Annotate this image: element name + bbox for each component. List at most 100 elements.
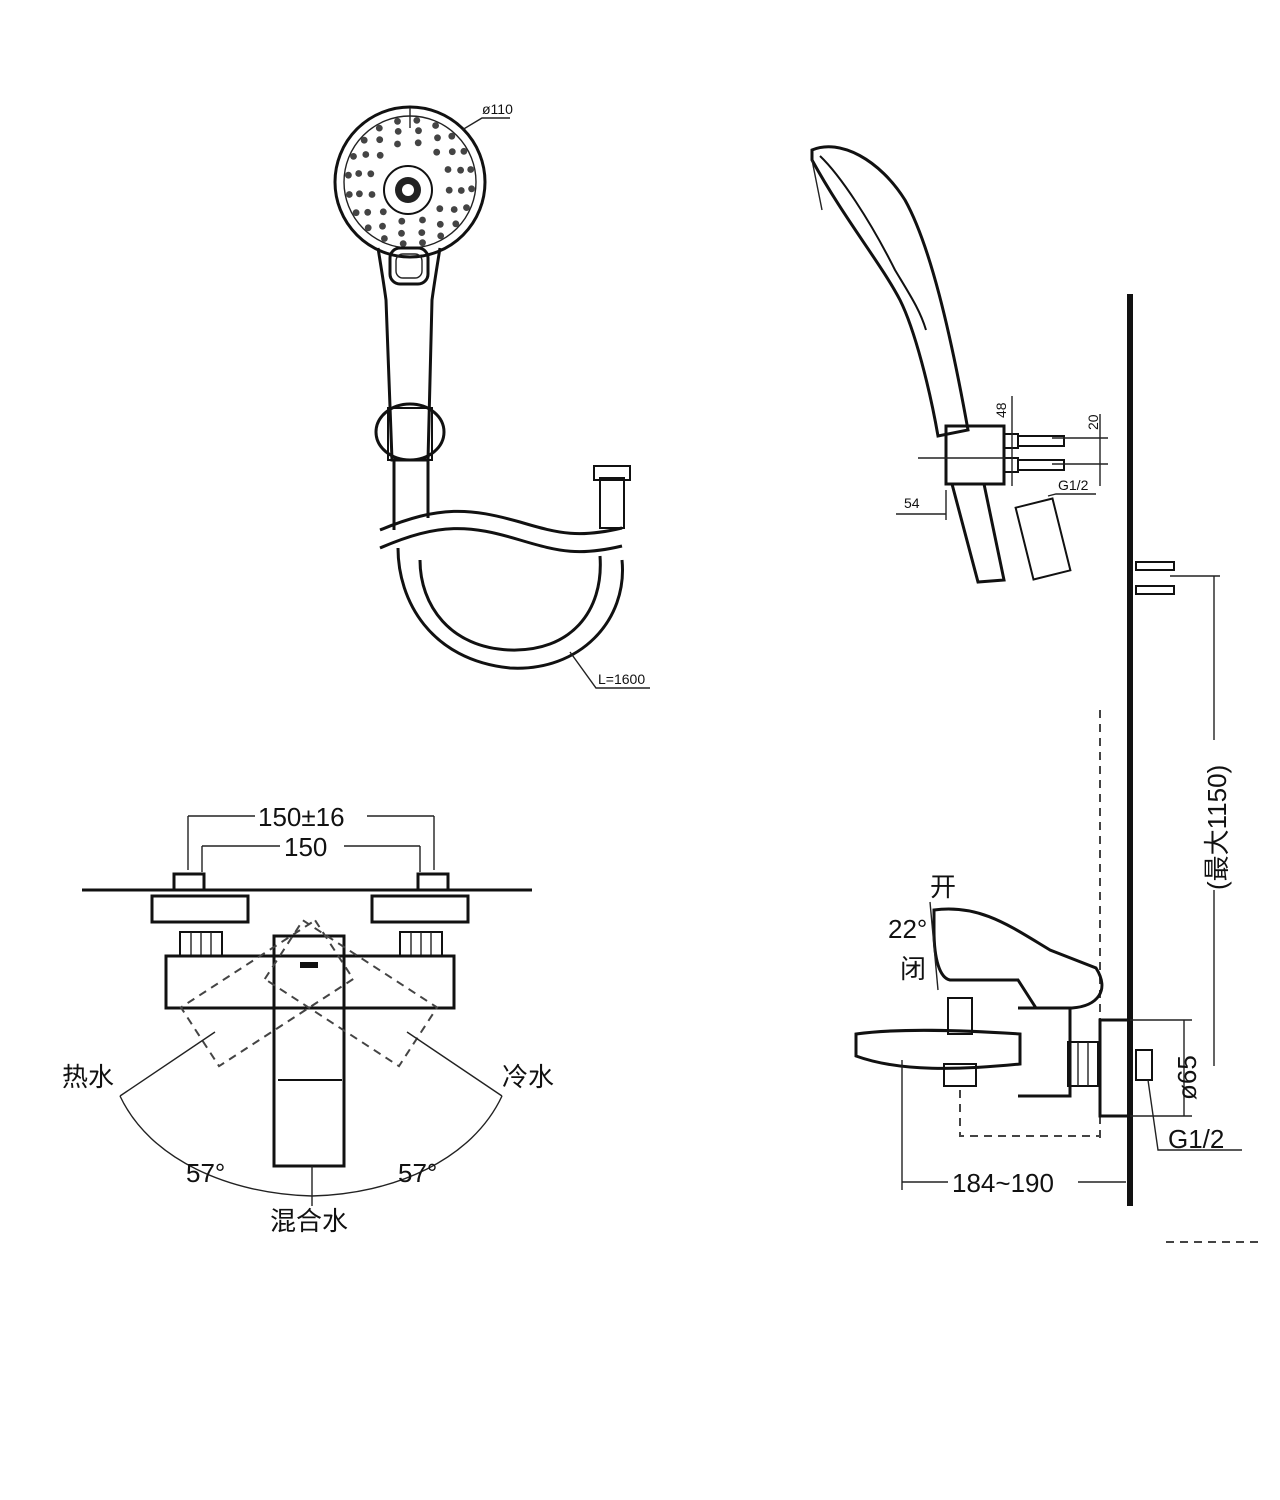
hose-loop-outer	[396, 547, 624, 670]
nozzle-dot	[419, 216, 426, 224]
nozzle-dot	[436, 220, 444, 228]
nozzle-dot	[360, 136, 368, 144]
nozzle-dot	[415, 127, 422, 135]
hose-outlet	[950, 482, 1006, 584]
rotation-arc	[119, 1095, 503, 1197]
hose-break-line-bottom	[379, 527, 623, 554]
nozzle-dot	[448, 132, 456, 140]
mixer-front-view: 150±16 150 热水 冷水 57° 57° 混合	[62, 802, 554, 1236]
wall-holder-bracket	[944, 424, 1006, 486]
nozzle-dot	[444, 166, 452, 173]
hose-connector-side	[1014, 497, 1072, 581]
hand-shower-side-body	[810, 145, 970, 438]
nozzle-dot	[394, 140, 401, 148]
handle-position-hot	[263, 918, 439, 1068]
nozzle-dot	[376, 136, 384, 144]
nozzle-dot	[448, 148, 456, 156]
hose-loop-inner	[418, 555, 602, 652]
nozzle-dot	[379, 222, 386, 230]
closed-label: 闭	[900, 954, 926, 984]
nozzle-dot	[345, 171, 352, 179]
nozzle-dot	[413, 117, 421, 124]
nozzle-dot	[399, 240, 407, 248]
anchor-screw-top	[1017, 435, 1065, 447]
nozzle-dot	[364, 208, 372, 216]
nozzle-dot	[437, 232, 445, 240]
nozzle-dot	[467, 166, 475, 173]
depth-label: 184~190	[952, 1168, 1054, 1198]
angle-right-label: 57°	[398, 1158, 437, 1188]
nozzle-dot	[368, 191, 376, 198]
dim-150-label: 150	[284, 832, 327, 862]
hose-break-line-top	[379, 509, 623, 536]
mixer-side-view: (最大1150) ø65 G1/2 184~190 开 22° 闭	[854, 575, 1242, 1198]
handle-position-cold	[179, 918, 355, 1068]
nozzle-dot	[450, 206, 458, 213]
escutcheon-diameter-label: ø65	[1172, 1055, 1202, 1100]
nozzle-dot	[356, 190, 363, 198]
nozzle-dot	[434, 134, 441, 142]
nozzle-dot	[364, 224, 372, 232]
open-label: 开	[930, 872, 956, 902]
nozzle-dot	[463, 204, 470, 212]
right-escutcheon	[370, 894, 470, 924]
hand-shower-holder	[374, 402, 446, 462]
dim-150-tolerance-label: 150±16	[258, 802, 345, 832]
nozzle-dot	[352, 209, 360, 217]
nozzle-dot	[452, 220, 460, 228]
nozzle-dot	[419, 239, 426, 247]
cold-water-label: 冷水	[502, 1062, 554, 1092]
dim-20-label: 20	[1085, 414, 1101, 430]
nozzle-dot	[445, 186, 453, 194]
lever-angle-label: 22°	[888, 914, 927, 944]
bath-spout	[854, 1028, 1022, 1070]
nozzle-dot	[433, 148, 441, 156]
nozzle-dot	[468, 185, 475, 193]
nozzle-dot	[394, 117, 401, 125]
nozzle-dot	[350, 153, 357, 160]
nozzle-pattern	[345, 117, 475, 248]
anchor-screw-bottom	[1017, 459, 1065, 471]
nozzle-dot	[375, 124, 383, 132]
max-height-label: (最大1150)	[1202, 765, 1232, 890]
nozzle-dot	[414, 139, 422, 147]
diverter-knob	[947, 997, 973, 1035]
nozzle-dot	[460, 147, 468, 155]
nozzle-dot	[398, 229, 405, 237]
hand-shower-side-view: 48 20 54 G1/2	[810, 145, 1108, 584]
nozzle-dot	[367, 170, 375, 178]
nozzle-dot	[379, 208, 387, 216]
spray-button	[388, 246, 430, 286]
holder-thread-label: G1/2	[1058, 477, 1089, 493]
shower-head-diameter-label: ø110	[482, 101, 513, 117]
nozzle-dot	[362, 151, 370, 158]
nozzle-dot	[345, 191, 353, 198]
spray-selector-ring	[383, 165, 433, 215]
nozzle-dot	[381, 235, 388, 242]
nozzle-dot	[355, 170, 363, 177]
hose-length-label: L=1600	[598, 671, 645, 687]
dim-48-label: 48	[993, 402, 1009, 418]
mixer-body-side	[1018, 1006, 1072, 1098]
side-nut	[1067, 1041, 1099, 1087]
shower-head-face	[333, 105, 487, 259]
nozzle-dot	[457, 166, 464, 174]
nozzle-dot	[436, 205, 444, 213]
nozzle-dot	[418, 229, 426, 237]
nozzle-dot	[398, 217, 406, 225]
nozzle-dot	[432, 122, 439, 129]
shower-head-front-view: ø110 L=1600	[333, 101, 650, 689]
dim-54-label: 54	[904, 495, 920, 511]
hose-connector	[599, 477, 625, 529]
spout-outlet	[943, 1063, 977, 1087]
nozzle-dot	[394, 127, 402, 135]
wall-escutcheon-side	[1098, 1018, 1132, 1118]
hot-water-label: 热水	[62, 1062, 114, 1092]
mixer-lever-side	[932, 907, 1104, 1010]
side-thread-label: G1/2	[1168, 1124, 1224, 1154]
angle-left-label: 57°	[186, 1158, 225, 1188]
mixer-handle	[272, 934, 346, 1168]
nozzle-dot	[457, 187, 465, 194]
nozzle-dot	[376, 151, 384, 159]
